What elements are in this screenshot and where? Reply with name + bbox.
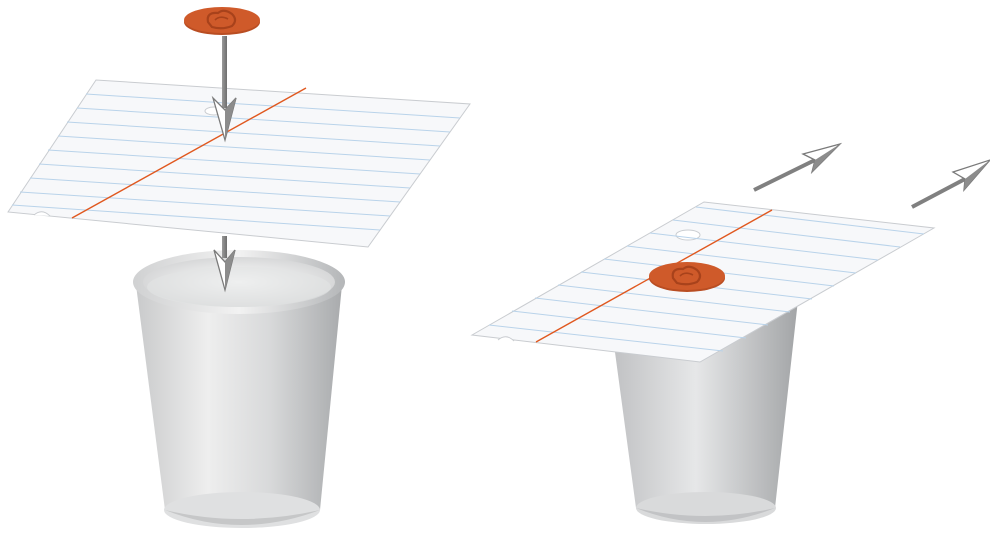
right-panel [472, 144, 990, 524]
lined-paper-icon [8, 80, 470, 247]
coin-icon [184, 7, 260, 35]
paper-cup-icon [133, 250, 345, 528]
coin-icon [649, 262, 725, 292]
left-panel [8, 7, 470, 528]
motion-arrow-icon [754, 144, 840, 190]
motion-arrow-icon [912, 160, 990, 207]
